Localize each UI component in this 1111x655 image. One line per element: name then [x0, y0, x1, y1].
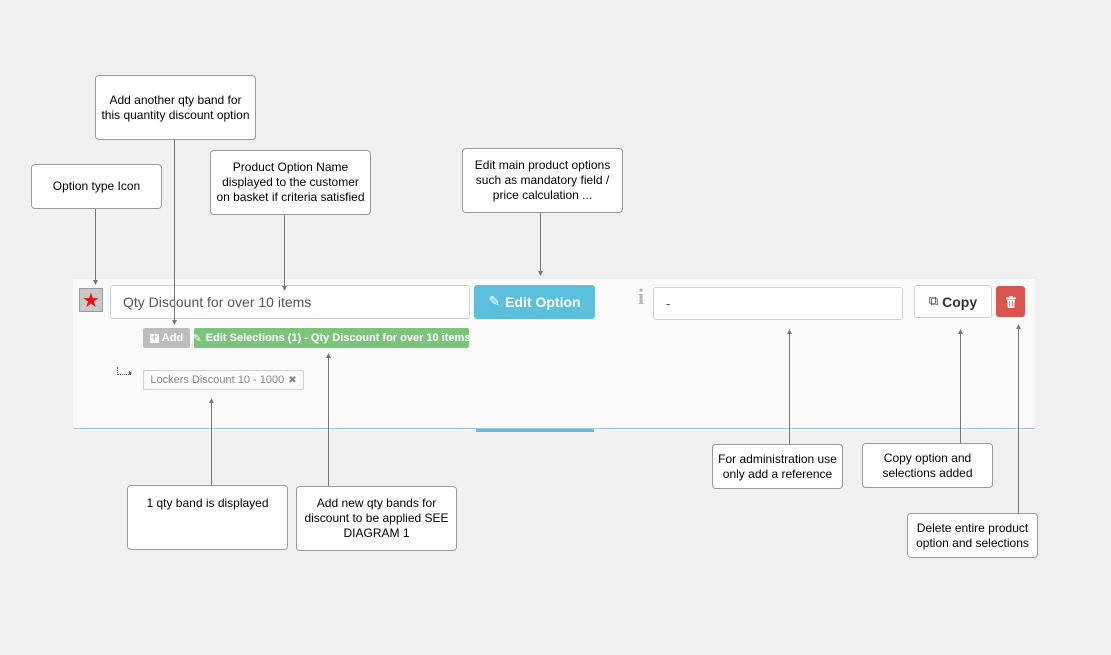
admin-reference-input[interactable]: [653, 287, 903, 320]
arrowhead-option-icon: [93, 280, 98, 285]
pencil-icon: ✎: [488, 294, 501, 310]
callout-edit-main: Edit main product options such as mandat…: [462, 148, 623, 213]
close-icon[interactable]: ✖: [288, 374, 297, 386]
plus-square-icon: +: [149, 332, 159, 343]
callout-text: Product Option Name displayed to the cus…: [216, 160, 365, 204]
callout-text: Delete entire product option and selecti…: [916, 520, 1029, 550]
add-label: Add: [161, 332, 184, 344]
option-type-star-icon[interactable]: ★: [79, 288, 103, 312]
callout-band-displayed: 1 qty band is displayed: [127, 485, 288, 550]
edit-option-label: Edit Option: [505, 294, 581, 310]
callout-copy-option: Copy option and selections added: [862, 443, 993, 488]
callout-text: 1 qty band is displayed: [146, 496, 269, 510]
next-row-edit-button-edge: [476, 429, 594, 432]
copy-icon: ⧉: [928, 294, 939, 309]
add-band-button[interactable]: + Add: [143, 328, 190, 348]
info-icon[interactable]: i: [637, 284, 645, 309]
callout-text: Add new qty bands for discount to be app…: [304, 496, 449, 540]
callout-delete-option: Delete entire product option and selecti…: [907, 513, 1038, 558]
callout-new-bands: Add new qty bands for discount to be app…: [296, 486, 457, 551]
callout-text: Edit main product options such as mandat…: [474, 158, 611, 202]
arrowhead-option-name: [282, 286, 287, 291]
arrowhead-admin-ref: [787, 329, 792, 334]
qty-band-tag[interactable]: Lockers Discount 10 - 1000 ✖: [143, 370, 304, 390]
copy-label: Copy: [942, 293, 978, 310]
arrowhead-copy: [958, 329, 963, 334]
arrowhead-band-displayed: [209, 398, 214, 403]
arrowhead-add-band: [172, 320, 177, 325]
callout-option-type-icon: Option type Icon: [31, 164, 162, 209]
delete-button[interactable]: [996, 286, 1025, 317]
panel-divider: [73, 428, 1035, 429]
arrowhead-edit-main: [538, 271, 543, 276]
edit-option-button[interactable]: ✎ Edit Option: [474, 285, 595, 319]
edit-selections-button[interactable]: ✎ Edit Selections (1) - Qty Discount for…: [192, 328, 471, 348]
edit-selections-label: Edit Selections (1) - Qty Discount for o…: [205, 332, 471, 344]
callout-text: Add another qty band for this quantity d…: [101, 92, 250, 122]
tree-arrow: [129, 371, 132, 375]
arrowhead-delete: [1016, 324, 1021, 329]
callout-text: Copy option and selections added: [882, 450, 973, 480]
callout-text: For administration use only add a refere…: [718, 451, 837, 481]
callout-option-name: Product Option Name displayed to the cus…: [210, 150, 371, 215]
pencil-icon: ✎: [192, 331, 202, 345]
copy-button[interactable]: ⧉ Copy: [914, 285, 992, 318]
callout-text: Option type Icon: [52, 179, 141, 193]
band-tag-label: Lockers Discount 10 - 1000: [150, 374, 285, 386]
callout-add-band: Add another qty band for this quantity d…: [95, 75, 256, 140]
arrowhead-new-bands: [326, 353, 331, 358]
callout-admin-reference: For administration use only add a refere…: [712, 444, 843, 489]
trash-icon: [1005, 295, 1016, 308]
option-name-input[interactable]: [110, 285, 470, 319]
tree-connector: [117, 367, 131, 375]
